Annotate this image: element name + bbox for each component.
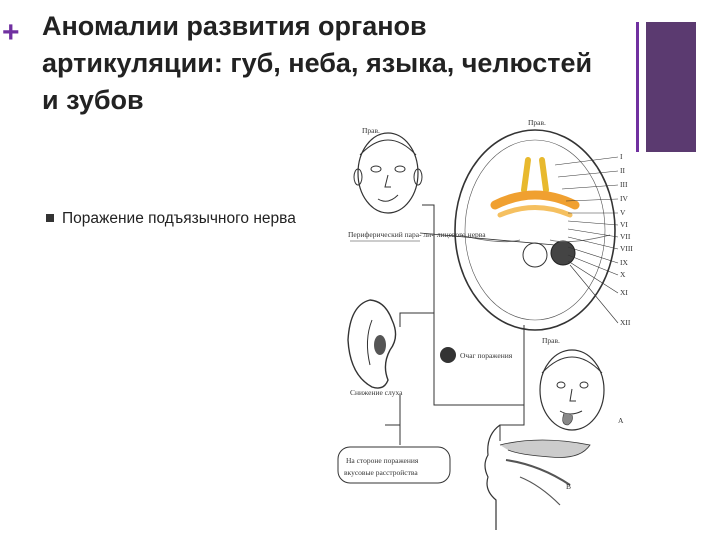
plus-icon: +: [2, 16, 20, 49]
nerve-label-xi: XI: [620, 288, 628, 297]
nerve-label-lines: [554, 156, 619, 324]
connector-lines: [385, 204, 525, 445]
label-hearing-loss: Снижение слуха: [350, 388, 403, 397]
nerve-label-ix: IX: [620, 258, 628, 267]
box-line-1: На стороне поражения: [346, 456, 419, 465]
box-line-2: вкусовые расстройства: [344, 468, 418, 477]
hypoglossal-nerve-diagram: Прав. Прав. I II III IV V VI VII: [337, 118, 633, 530]
decorative-bar-thin: [636, 22, 639, 152]
nerve-label-xii: XII: [620, 318, 631, 327]
nerve-label-x: X: [620, 270, 626, 279]
label-prav-top: Прав.: [362, 126, 380, 135]
lesion-marker-icon: [440, 347, 456, 363]
bullet-marker: [46, 214, 54, 222]
bullet-text: Поражение подъязычного нерва: [62, 210, 296, 227]
nerve-label-viii: VIII: [620, 244, 633, 253]
taste-disorder-box: [337, 446, 451, 484]
nerve-label-vii: VII: [620, 232, 631, 241]
ear-illustration: [347, 299, 397, 389]
label-b: В: [566, 482, 571, 491]
decorative-bar-block: [646, 22, 696, 152]
nerve-label-iv: IV: [620, 194, 628, 203]
nerve-labels: I II III IV V VI VII VIII IX X XI XII: [620, 152, 633, 327]
label-prav-bottom: Прав.: [542, 336, 560, 345]
slide-title: Аномалии развития органов артикуляции: г…: [42, 11, 593, 115]
face-top-illustration: [353, 132, 423, 214]
label-prav-skull: Прав.: [528, 118, 546, 127]
head-profile-illustration: [484, 424, 591, 530]
face-bottom-illustration: [539, 349, 605, 431]
label-a: А: [618, 416, 624, 425]
skull-base-illustration: [454, 129, 616, 331]
nerve-label-v: V: [620, 208, 626, 217]
nerve-label-vi: VI: [620, 220, 628, 229]
nerve-label-iii: III: [620, 180, 628, 189]
label-lesion-focus: Очаг поражения: [460, 351, 513, 360]
nerve-label-i: I: [620, 152, 623, 161]
nerve-label-ii: II: [620, 166, 625, 175]
label-peripheral-paralysis: Периферический пара- лич лицевого нерва: [348, 230, 486, 239]
